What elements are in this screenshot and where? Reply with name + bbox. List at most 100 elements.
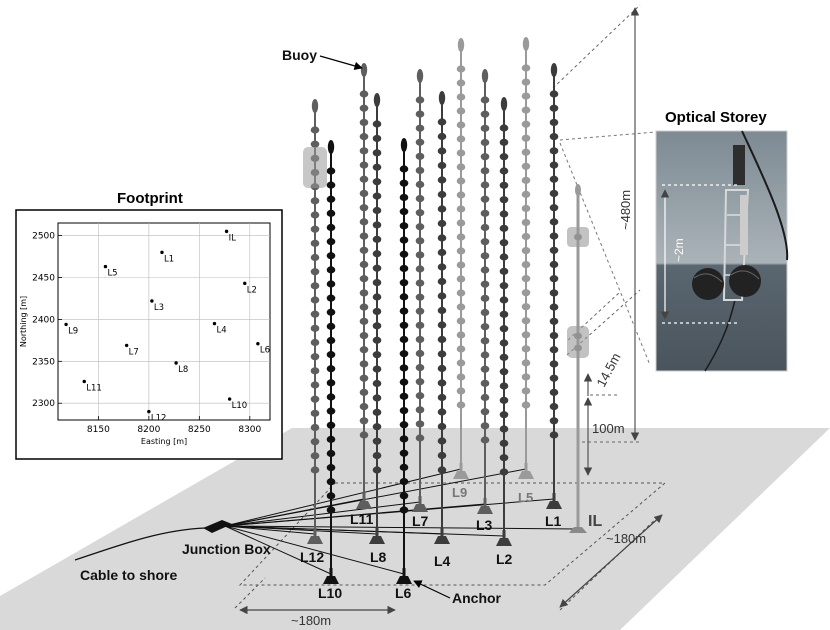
line-l10 [323,140,339,584]
storey-l5 [521,275,531,283]
storey-l1 [549,317,559,325]
buoy-l11-icon [360,63,368,77]
storey-l10 [326,492,336,500]
storey-l8 [372,278,382,287]
storey-l2 [499,468,509,476]
storey-l11 [359,133,369,141]
storey-l8 [372,322,382,330]
storey-l12 [310,239,320,247]
line-l1 [546,63,562,509]
storey-l4 [437,466,447,474]
storey-l5 [521,260,531,269]
anchor-arrow [413,580,451,599]
storey-l4 [437,292,447,300]
footprint-point-l3 [150,299,154,303]
storey-l6 [399,477,409,486]
il-storey-highlight-bottom [567,326,589,358]
storey-l2 [499,310,509,318]
storey-l12 [310,253,320,262]
storey-l6 [399,350,409,358]
storey-l7 [415,124,425,132]
storey-l1 [549,360,559,368]
width-right-label: ~180m [606,531,646,546]
storey-l7 [415,363,425,372]
storey-l1 [549,260,559,269]
storey-l7 [415,406,425,414]
buoy-l12-icon [311,99,319,113]
storey-l1 [549,388,559,396]
anchor-l3-icon [477,506,493,514]
footprint-plot-area [57,222,271,421]
storey-l5 [521,387,531,395]
storey-l3 [480,379,490,387]
footprint-point-label-l1: L1 [164,254,174,264]
storey-l2 [499,224,509,232]
storey-l9 [456,65,466,73]
storey-l10 [326,308,336,316]
storey-l12 [310,225,320,233]
storey-l12 [310,466,320,474]
storey-callout-lines [559,131,657,366]
storey-l5 [521,176,531,184]
storey-l4 [437,118,447,126]
storey-l2 [499,454,509,462]
storey-l9 [456,233,466,241]
storey-l6 [399,392,409,400]
footprint-ylabel: Northing [m] [19,296,28,347]
storey-l7 [415,378,425,386]
first-storey-label: 100m [592,421,625,436]
storey-l7 [415,434,425,442]
storey-l8 [372,351,382,359]
storey-l11 [359,317,369,325]
storey-l11 [359,90,369,98]
line-l9 [453,38,469,479]
storey-l5 [521,148,531,156]
storey-l9 [456,135,466,143]
buoy-l7-icon [416,69,424,83]
storey-l9 [456,387,466,395]
footprint-point-label-l2: L2 [247,285,257,295]
storey-l4 [437,132,447,141]
storey-l9 [456,219,466,227]
storey-l11 [359,402,369,411]
anchor-l10-icon [323,576,339,584]
storey-l8 [372,163,382,171]
storey-l6 [399,378,409,386]
cable-to-shore-label: Cable to shore [80,567,177,583]
storey-l12 [310,423,320,432]
storey-l4 [437,422,447,431]
il-storey-highlight-top [567,227,589,247]
storey-l4 [437,176,447,184]
storey-l11 [359,346,369,354]
storey-l2 [499,239,509,247]
buoy-label: Buoy [282,47,317,63]
storey-l9 [456,373,466,381]
storey-l7 [415,321,425,329]
line-label-l5: L5 [518,490,533,505]
storey-l5 [521,162,531,170]
storey-l12 [310,381,320,389]
storey-l4 [437,248,447,257]
storey-l3 [480,408,490,416]
line-label-l2: L2 [496,551,513,567]
line-label-l1: L1 [545,513,562,529]
storey-l4 [437,321,447,329]
line-l2 [496,97,512,546]
storey-l11 [359,232,369,240]
footprint-xtick: 8250 [188,425,211,435]
storey-l3 [480,209,490,217]
storey-l4 [437,350,447,358]
storey-l9 [456,79,466,87]
storey-l11 [359,204,369,212]
footprint-point-l5 [103,264,108,269]
footprint-point-label-l7: L7 [129,347,139,357]
storey-l2 [499,425,509,433]
storey-l1 [549,218,559,226]
footprint-ytick: 2300 [32,399,55,409]
storey-l1 [549,118,559,127]
storey-l3 [480,351,490,359]
storey-l11 [359,218,369,226]
storey-l7 [415,392,425,400]
storey-l6 [399,222,409,230]
